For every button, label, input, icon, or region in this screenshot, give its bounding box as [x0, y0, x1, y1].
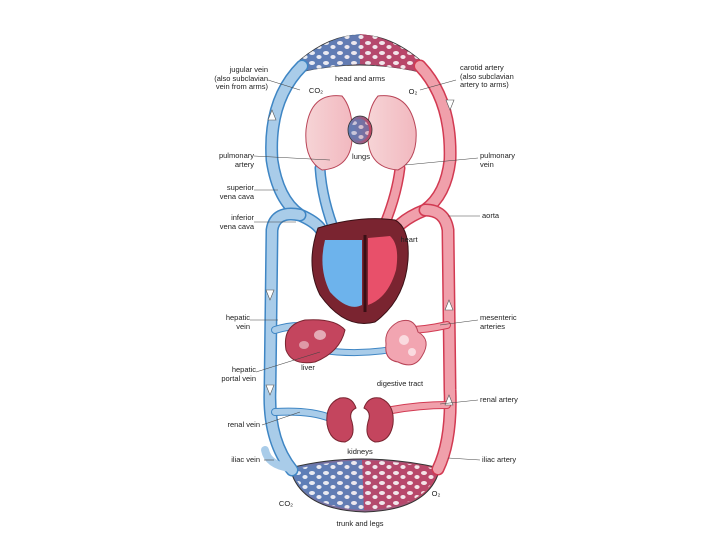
label-o2-bottom: O₂: [431, 489, 441, 498]
label-head-and-arms: head and arms: [334, 74, 386, 83]
label-digestive-tract: digestive tract: [376, 379, 424, 388]
arterial-system: [374, 59, 457, 476]
head-arms-capillary-bed: [299, 34, 421, 73]
label-carotid-artery: carotid artery (also subclavian artery t…: [460, 63, 514, 89]
label-iliac-vein: iliac vein: [231, 455, 260, 464]
kidneys: [326, 397, 394, 443]
label-co2-bottom: CO₂: [278, 499, 294, 508]
digestive-tract: [385, 319, 427, 366]
label-jugular-vein: jugular vein (also subclavian vein from …: [214, 65, 268, 91]
label-pulmonary-vein: pulmonary vein: [480, 151, 516, 169]
label-inferior-vena-cava: inferior vena cava: [219, 213, 254, 231]
label-liver: liver: [301, 363, 315, 372]
label-renal-artery: renal artery: [480, 395, 518, 404]
label-hepatic-portal-vein: hepatic portal vein: [221, 365, 256, 383]
leader-lines: [250, 79, 481, 461]
label-hepatic-vein: hepatic vein: [225, 313, 250, 331]
lungs: [305, 95, 417, 171]
label-aorta: aorta: [482, 211, 500, 220]
label-mesenteric-arteries: mesenteric arteries: [480, 313, 517, 331]
label-o2-top: O₂: [408, 87, 418, 96]
label-pulmonary-artery: pulmonary artery: [218, 151, 254, 169]
label-renal-vein: renal vein: [227, 420, 260, 429]
label-co2-top: CO₂: [308, 86, 324, 95]
trunk-legs-capillary-bed: [289, 458, 441, 513]
flow-arrows: [265, 99, 455, 406]
label-heart: heart: [400, 235, 418, 244]
label-trunk-and-legs: trunk and legs: [336, 519, 384, 528]
liver: [284, 319, 346, 364]
label-lungs: lungs: [352, 152, 370, 161]
heart: [311, 218, 409, 324]
label-iliac-artery: iliac artery: [482, 455, 517, 464]
label-superior-vena-cava: superior vena cava: [219, 183, 254, 201]
label-kidneys: kidneys: [347, 447, 373, 456]
